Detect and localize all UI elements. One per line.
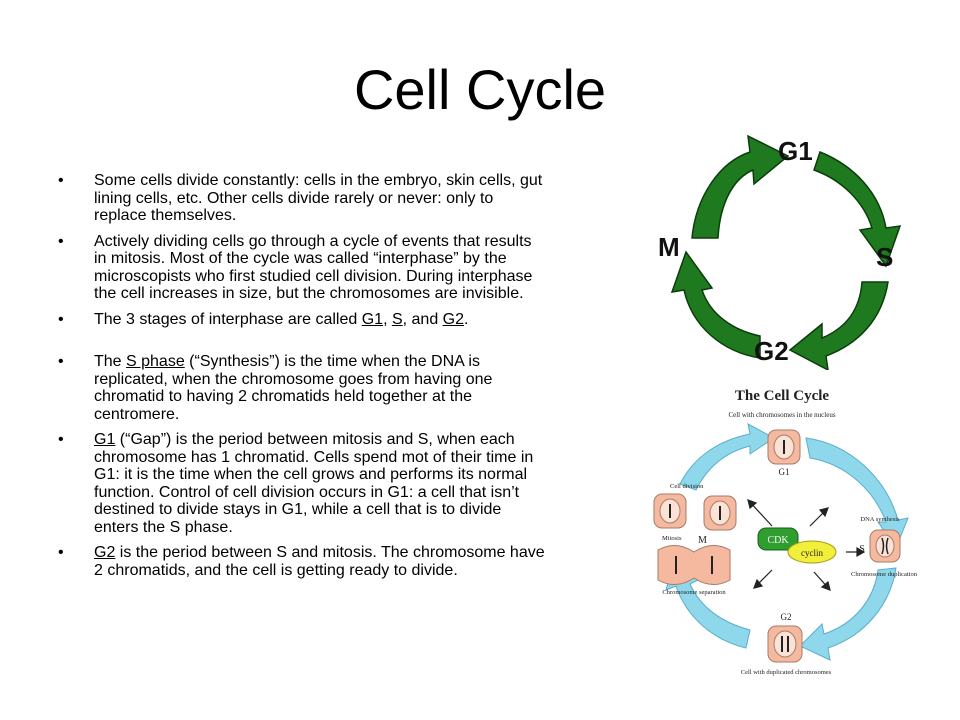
arrow-g2-to-m	[670, 250, 761, 359]
label-m: M	[698, 535, 707, 546]
label-g2: G2	[754, 336, 789, 366]
label-g1: G1	[778, 136, 813, 166]
label-s: S	[859, 544, 865, 555]
label-g2: G2	[781, 612, 792, 622]
cell-division-pair	[653, 493, 737, 531]
label-m: M	[658, 232, 680, 262]
term-g2: G2	[442, 310, 464, 328]
arrow-m-to-g1	[679, 423, 775, 491]
bullet-item: • G2 is the period between S and mitosis.…	[58, 544, 548, 579]
cdk-cyclin-complex: CDK cyclin	[757, 527, 837, 564]
arrow-s-to-g2	[788, 281, 889, 370]
arrow-s-to-g2	[799, 567, 897, 661]
label-cdk: CDK	[767, 535, 789, 546]
bullet-dot: •	[58, 353, 64, 370]
bullet-list: • Some cells divide constantly: cells in …	[58, 172, 548, 587]
bullet-dot: •	[58, 172, 64, 189]
bullet-dot: •	[58, 310, 64, 328]
cell-g1	[767, 429, 801, 465]
term-g1: G1	[94, 431, 116, 448]
term-g1: G1	[361, 310, 384, 328]
bullet-dot: •	[58, 544, 64, 561]
label-g1: G1	[779, 467, 790, 477]
term-s: S	[391, 310, 403, 328]
arrow-m-to-g1	[691, 134, 790, 239]
bullet-text: The 3 stages of interphase are called	[94, 310, 362, 328]
cell-s	[869, 529, 901, 563]
bullet-item: • Some cells divide constantly: cells in …	[58, 172, 548, 225]
label-cell-division: Cell division	[670, 483, 704, 490]
label-mitosis: Mitosis	[662, 535, 682, 542]
cycle-arrows-diagram: G1 S G2 M	[658, 134, 902, 370]
bullet-item: • The S phase (“Synthesis”) is the time w…	[58, 353, 548, 423]
bullet-item: • The 3 stages of interphase are called G…	[58, 311, 548, 329]
label-chromosome-duplication: Chromosome duplication	[851, 571, 918, 578]
bullet-text: is the period between S and mitosis. The…	[94, 544, 545, 579]
control-arrows	[747, 499, 866, 591]
bullet-item: • Actively dividing cells go through a cy…	[58, 233, 548, 303]
bullet-text: (“Synthesis”) is the time when the DNA i…	[94, 353, 493, 423]
arrow-g1-to-s	[813, 151, 902, 268]
term-g2: G2	[94, 544, 116, 561]
label-dna-synthesis: DNA synthesis	[860, 516, 900, 523]
bullet-text: The	[94, 353, 127, 370]
label-cyclin: cyclin	[801, 548, 823, 558]
caption-top: Cell with chromosomes in the nucleus	[728, 411, 835, 419]
slide-title: Cell Cycle	[353, 58, 607, 121]
cell-g2	[767, 625, 803, 663]
label-s: S	[876, 242, 893, 272]
label-chromosome-separation: Chromosome separation	[662, 589, 726, 596]
bullet-text: Actively dividing cells go through a cyc…	[94, 232, 533, 303]
term-s-phase: S phase	[126, 353, 185, 370]
bullet-text: Some cells divide constantly: cells in t…	[94, 172, 543, 224]
bullet-suffix: .	[464, 310, 469, 328]
separator: ,	[383, 310, 392, 328]
cell-mitosis	[657, 545, 731, 585]
bullet-dot: •	[58, 431, 64, 448]
figure-title: The Cell Cycle	[735, 388, 829, 404]
caption-bottom: Cell with duplicated chromosomes	[741, 669, 832, 676]
cell-cycle-figure: The Cell Cycle Cell with chromosomes in …	[653, 388, 918, 676]
bullet-dot: •	[58, 232, 64, 250]
separator: , and	[402, 310, 443, 328]
bullet-text: (“Gap”) is the period between mitosis an…	[94, 431, 534, 536]
bullet-item: • G1 (“Gap”) is the period between mitosi…	[58, 431, 548, 536]
